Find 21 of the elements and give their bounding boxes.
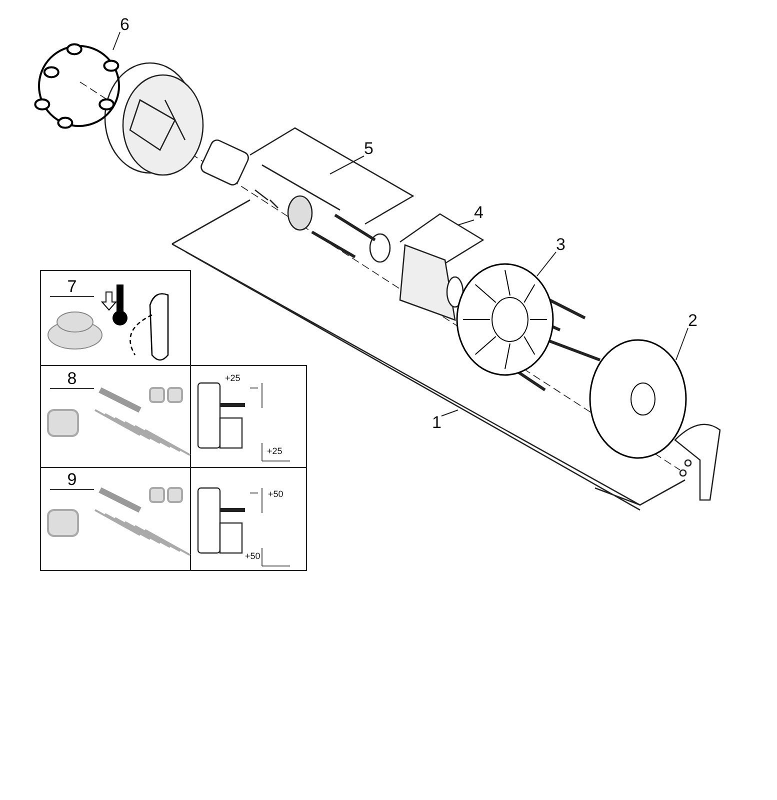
leader-line [330,156,364,174]
callout-number: 8 [50,370,94,389]
callout-number: 2 [688,312,698,330]
dimension-text: +50 [245,551,260,561]
leader-line [112,32,120,50]
dimension-text: +25 [267,446,282,456]
callout-number: 6 [120,16,130,34]
callout-number: 9 [50,471,94,490]
dimension-text: +50 [268,489,284,499]
callout-number: 4 [474,204,484,222]
callout-number: 7 [50,278,94,297]
dimension-text: +25 [225,373,240,383]
callout-number: 1 [432,414,442,432]
leader-line [458,220,474,226]
leader-line [440,410,458,416]
callout-number: 3 [556,236,566,254]
leader-line [536,252,556,276]
callout-number: 5 [364,140,374,158]
mounting-plate-drawing [455,262,555,377]
cover-plate-drawing [588,338,688,460]
leader-line [676,328,688,360]
